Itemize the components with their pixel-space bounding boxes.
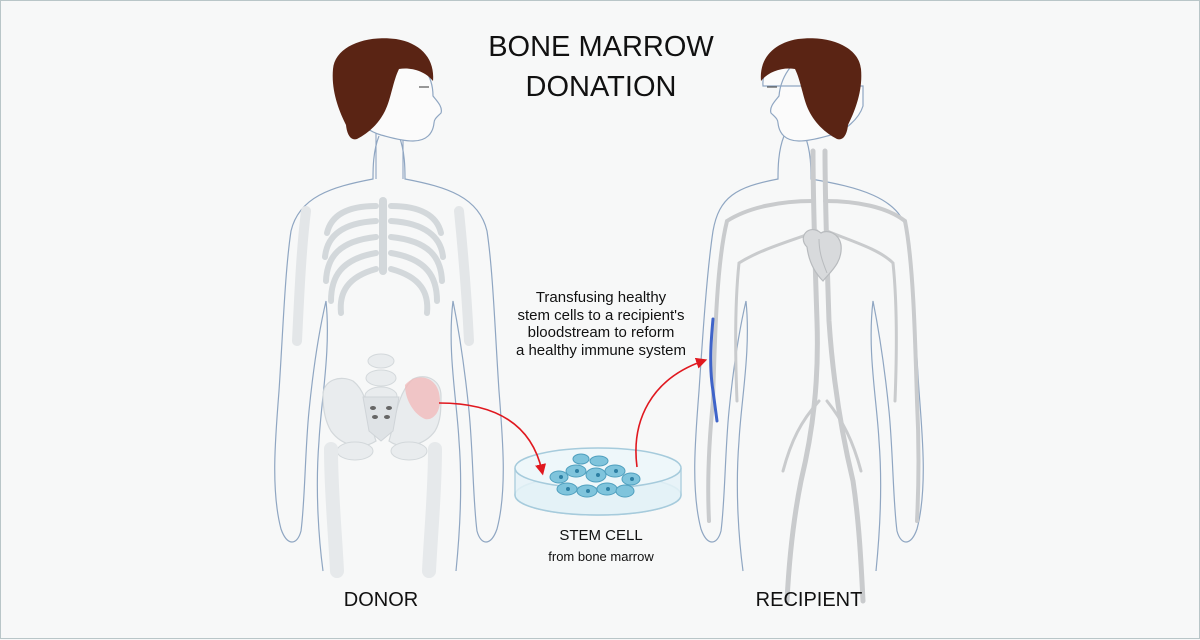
title-line-1: BONE MARROW xyxy=(401,27,801,67)
description-line-4: a healthy immune system xyxy=(481,342,721,360)
title-line-2: DONATION xyxy=(401,67,801,107)
heart-icon xyxy=(803,230,841,281)
recipient-figure xyxy=(695,38,924,601)
petri-dish xyxy=(515,448,681,515)
stem-cell-title: STEM CELL xyxy=(501,527,701,544)
donor-figure xyxy=(275,38,504,571)
description-line-2: stem cells to a recipient's xyxy=(481,307,721,325)
description-line-3: bloodstream to reform xyxy=(481,324,721,342)
donor-ribcage xyxy=(325,201,443,313)
recipient-veins xyxy=(708,151,918,601)
description-line-1: Transfusing healthy xyxy=(481,289,721,307)
recipient-label: RECIPIENT xyxy=(729,589,889,612)
donor-label: DONOR xyxy=(301,589,461,612)
donor-femurs xyxy=(331,449,435,571)
stem-cell-subtitle: from bone marrow xyxy=(501,549,701,564)
diagram-title: BONE MARROW DONATION xyxy=(401,27,801,107)
donor-body-outline xyxy=(275,136,504,571)
transfusion-description: Transfusing healthy stem cells to a reci… xyxy=(481,289,721,359)
